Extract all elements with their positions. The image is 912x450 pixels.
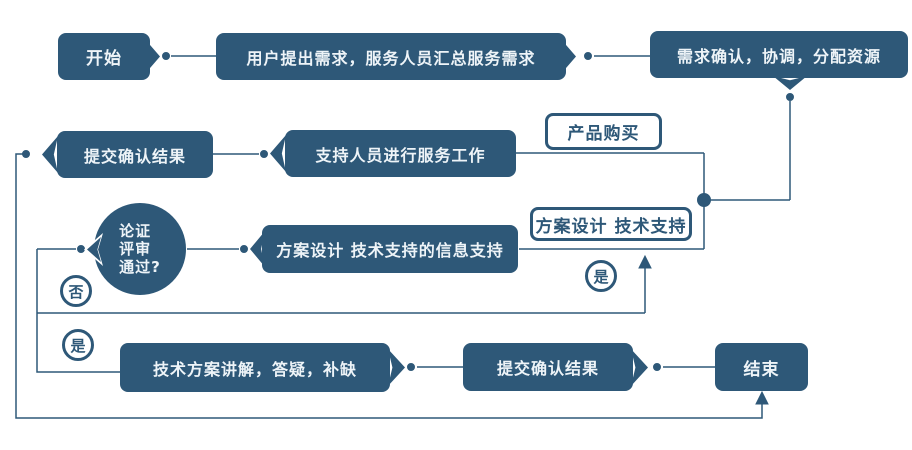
tech-explain-node: 技术方案讲解，答疑，补缺 — [120, 343, 390, 392]
yes-badge-left: 是 — [62, 329, 94, 361]
user-request-label: 用户提出需求，服务人员汇总服务需求 — [246, 48, 536, 68]
tech-explain-label: 技术方案讲解，答疑，补缺 — [152, 359, 357, 379]
support-work-node: 支持人员进行服务工作 — [285, 130, 516, 177]
design-info-support-label: 方案设计 技术支持的信息支持 — [276, 241, 504, 260]
end-label: 结束 — [743, 359, 780, 380]
design-support-label: 方案设计 技术支持 — [535, 216, 687, 237]
submit-result-top-node: 提交确认结果 — [57, 131, 213, 178]
start-label: 开始 — [86, 49, 122, 69]
decision-label: 论证 评审 通过? — [119, 222, 161, 276]
submit-result-bottom-node: 提交确认结果 — [463, 343, 633, 391]
no-badge: 否 — [60, 275, 92, 307]
design-support-node: 方案设计 技术支持 — [530, 207, 692, 241]
yes-badge-right: 是 — [585, 260, 617, 292]
product-purchase-label: 产品购买 — [567, 124, 640, 144]
start-node: 开始 — [58, 33, 150, 80]
product-purchase-node: 产品购买 — [545, 113, 662, 150]
arrow-up-to-end-icon — [755, 390, 769, 405]
submit-result-top-label: 提交确认结果 — [83, 146, 186, 166]
confirm-allocate-node: 需求确认，协调，分配资源 — [650, 31, 908, 78]
design-info-support-node: 方案设计 技术支持的信息支持 — [262, 225, 518, 273]
submit-result-bottom-label: 提交确认结果 — [496, 359, 599, 378]
end-node: 结束 — [715, 343, 808, 391]
arrow-up-yes-icon — [638, 254, 652, 269]
support-work-label: 支持人员进行服务工作 — [315, 145, 486, 165]
confirm-allocate-label: 需求确认，协调，分配资源 — [676, 46, 881, 66]
user-request-node: 用户提出需求，服务人员汇总服务需求 — [216, 33, 566, 80]
decision-node: 论证 评审 通过? — [94, 203, 186, 295]
